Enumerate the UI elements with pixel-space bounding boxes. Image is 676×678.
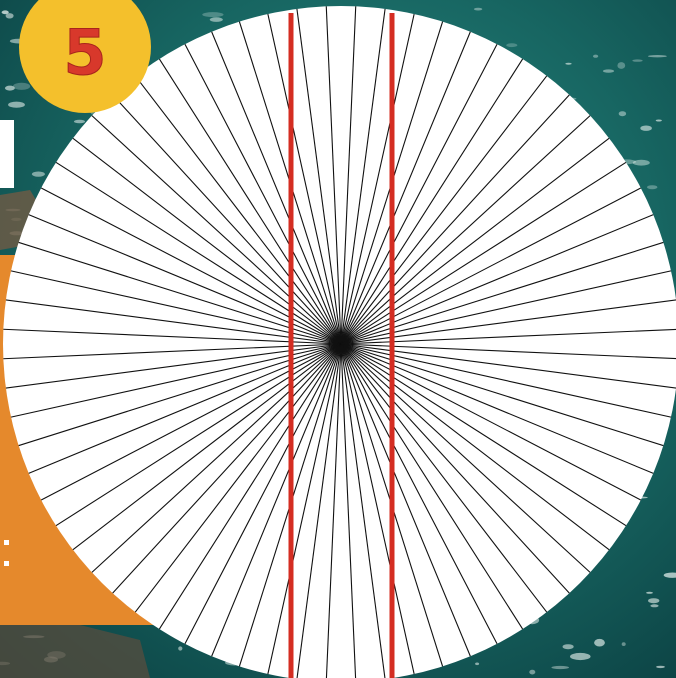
foam-fleck — [656, 666, 665, 668]
badge-number: 5 — [63, 16, 106, 89]
foam-fleck — [593, 55, 598, 58]
foam-fleck — [5, 86, 15, 91]
foam-fleck — [474, 8, 482, 11]
foam-fleck — [74, 120, 85, 124]
foam-fleck — [646, 592, 653, 594]
orange-panel-mark-2 — [4, 561, 9, 566]
foam-fleck — [633, 160, 650, 166]
foam-fleck — [648, 55, 667, 57]
foam-fleck — [563, 644, 574, 649]
white-card-edge — [0, 120, 14, 188]
foam-fleck — [178, 646, 182, 650]
foam-fleck — [32, 172, 45, 177]
foam-fleck — [603, 69, 614, 72]
foam-fleck — [656, 120, 662, 122]
orange-panel-mark — [4, 540, 9, 545]
foam-fleck — [647, 185, 657, 189]
foam-fleck — [632, 59, 642, 61]
foam-fleck — [506, 43, 517, 47]
foam-fleck — [648, 598, 659, 603]
foam-fleck — [617, 62, 625, 69]
foam-fleck — [13, 83, 30, 90]
foam-fleck — [570, 653, 591, 660]
foam-fleck — [565, 63, 571, 65]
foam-fleck — [640, 126, 652, 131]
foam-fleck — [210, 17, 223, 22]
foam-fleck — [622, 642, 626, 646]
foam-fleck — [619, 111, 626, 116]
foam-fleck — [6, 13, 14, 18]
foam-fleck — [551, 666, 569, 669]
foam-fleck — [8, 102, 25, 108]
foam-fleck — [529, 670, 535, 675]
foam-fleck — [475, 663, 479, 666]
foam-fleck — [202, 12, 223, 17]
foam-fleck — [650, 604, 658, 607]
foam-fleck — [594, 639, 605, 647]
